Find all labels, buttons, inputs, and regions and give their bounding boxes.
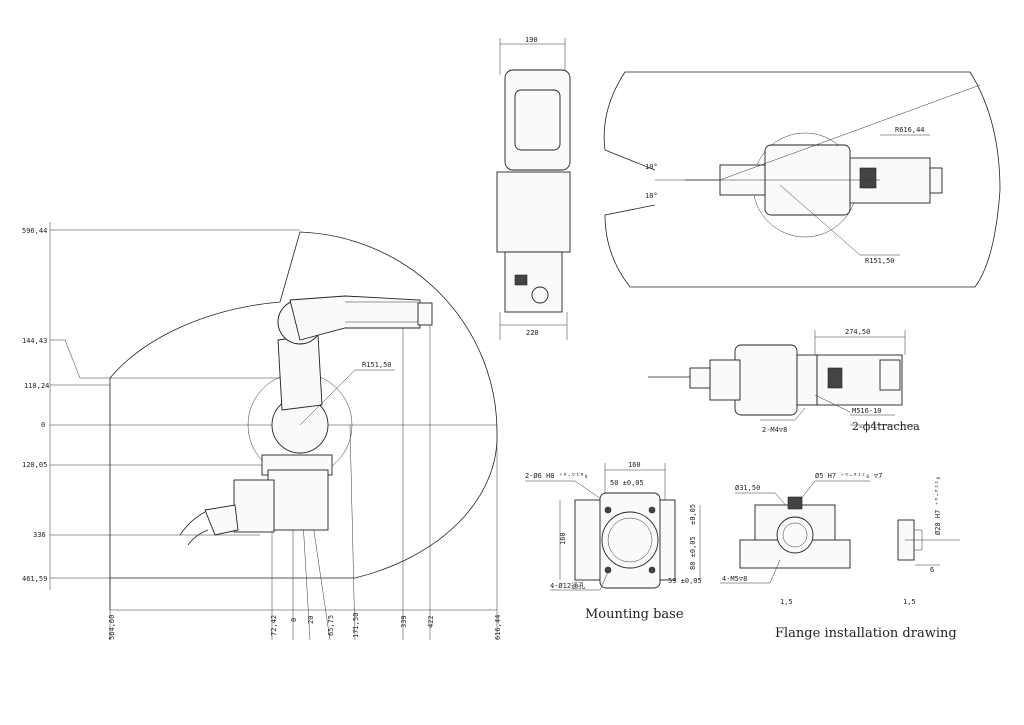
front-view: 190 220	[496, 36, 571, 340]
left-label-5: 336	[33, 531, 46, 539]
bottom-label-5: 171,50	[352, 613, 360, 638]
top-angle-up: 10°	[645, 163, 658, 171]
side-radius-label: R151,50	[362, 361, 392, 369]
mounting-base-view: 2-Ø6 H8 ⁺⁰·⁰¹⁸₀ 160 50 ±0,05 160 ±0,05 8…	[525, 461, 702, 622]
base-bottom-dim: 59 ±0,05	[668, 577, 702, 585]
detail-length: 274,50	[845, 328, 870, 336]
left-label-4: 120,05	[22, 461, 47, 469]
front-shoulder	[496, 171, 571, 253]
side-detail-view: 274,50 M516-10 2-ϕ4trachea 2-M4▽8	[648, 328, 920, 434]
flange-diameter: Ø31,50	[735, 484, 760, 492]
detail-thread-note: M516-10	[852, 407, 882, 415]
detail-tool	[709, 359, 741, 401]
front-top-width: 190	[525, 36, 538, 44]
detail-upper-body	[734, 344, 798, 416]
front-base	[504, 251, 563, 313]
top-radius-outer: R616,44	[895, 126, 925, 134]
base-vdim-0: ±0,05	[689, 504, 697, 525]
bottom-label-3: 20	[307, 616, 315, 624]
left-label-0: 596,44	[22, 227, 47, 235]
flange-caption: Flange installation drawing	[775, 626, 957, 641]
flange-screw-note: 4-M5▽8	[722, 575, 747, 583]
top-workspace-envelope	[603, 71, 1001, 288]
left-label-2: 118,24	[24, 382, 49, 390]
forearm	[289, 295, 421, 341]
flange-side-diameter: Ø20 H7 ⁺⁰·⁰²¹₀	[934, 476, 942, 535]
bottom-label-2: 0	[290, 618, 298, 622]
left-label-6: 461,59	[22, 575, 47, 583]
workspace-envelope	[109, 231, 498, 610]
top-view: R616,44 R151,50 10° 10°	[603, 71, 1001, 288]
mounting-base-caption: Mounting base	[585, 607, 684, 622]
cable-connector	[204, 504, 239, 536]
bottom-label-0: 564,60	[108, 615, 116, 640]
flange-scale-a: 1,5	[780, 598, 793, 606]
detail-trachea-note: 2-ϕ4trachea	[852, 420, 920, 433]
left-label-3: 0	[41, 421, 45, 429]
base-spacing: 50 ±0,05	[610, 479, 644, 487]
bottom-label-7: 422	[427, 615, 435, 628]
base-pedestal	[267, 469, 329, 531]
connector-box	[233, 479, 275, 533]
flange-side-depth: 6	[930, 566, 934, 574]
top-radius-inner: R151,50	[865, 257, 895, 265]
base-pin-note: 2-Ø6 H8 ⁺⁰·⁰¹⁸₀	[525, 472, 588, 480]
base-vdim-1: 80 ±0,05	[689, 536, 697, 570]
front-bottom-width: 220	[526, 329, 539, 337]
flange-pin-note: Ø5 H7 ⁺⁰·⁰¹²₀ ▽7	[815, 472, 882, 480]
top-angle-down: 10°	[645, 192, 658, 200]
bottom-label-4: 65,75	[327, 615, 335, 636]
detail-screw-note: 2-M4▽8	[762, 426, 787, 434]
tool-flange	[417, 302, 433, 326]
upper-arm	[277, 334, 323, 411]
bottom-label-1: 72,42	[270, 615, 278, 636]
base-center-bore	[601, 511, 659, 569]
base-hole-note: 4-Ø12通孔	[550, 581, 585, 590]
side-view: R151,50 596,44 144,43 118,24 0 120,05 33…	[22, 222, 502, 641]
left-label-1: 144,43	[22, 337, 47, 345]
base-height: 160	[559, 532, 567, 545]
flange-scale-b: 1,5	[903, 598, 916, 606]
bottom-label-8: 616,44	[494, 615, 502, 640]
flange-view: Ø31,50 Ø5 H7 ⁺⁰·⁰¹²₀ ▽7 4-M5▽8 1,5 6 Ø20…	[720, 472, 960, 641]
bottom-label-6: 339	[400, 615, 408, 628]
base-width: 160	[628, 461, 641, 469]
